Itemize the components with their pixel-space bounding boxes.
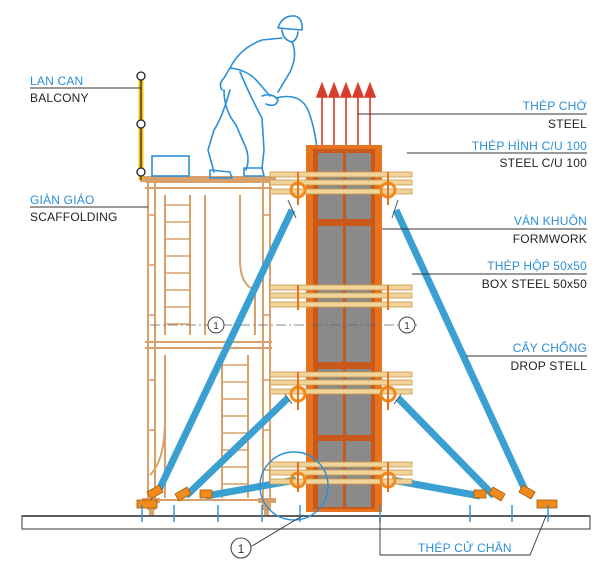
formwork-label-vn: VÁN KHUÔN: [513, 214, 587, 228]
railing-label-vn: LAN CAN: [30, 74, 84, 88]
scaffold-label-vn: GIÀN GIÁO: [30, 193, 95, 207]
worker-figure: [207, 15, 319, 179]
detail-circle: [259, 451, 329, 521]
railing-post: [136, 71, 146, 180]
channel-label-en: STEEL C/U 100: [499, 156, 587, 170]
prop-label-vn: CÂY CHỐNG: [512, 341, 587, 355]
tie-rods: [297, 172, 389, 492]
prop-label-en: DROP STELL: [510, 359, 587, 373]
section-marker-left: 1: [213, 321, 219, 332]
scaffold-rungs: [148, 204, 270, 485]
scaffold-label-en: SCAFFOLDING: [30, 210, 118, 224]
props: [154, 208, 530, 500]
scaffold-platform: [140, 155, 276, 182]
starter-bars: [315, 81, 377, 145]
scaffolding: [145, 180, 272, 510]
channel-label-vn: THÉP HÌNH C/U 100: [471, 139, 587, 153]
starter-bar-label-vn: THÉP CHỜ: [522, 99, 587, 113]
formwork-label-en: FORMWORK: [512, 232, 587, 246]
railing-label-en: BALCONY: [30, 91, 89, 105]
starter-bar-label-en: STEEL: [547, 117, 587, 131]
box-steel-label-en: BOX STEEL 50x50: [481, 277, 587, 291]
section-marker-right: 1: [404, 321, 410, 332]
ground-slab: [21, 515, 591, 530]
column-formwork: [306, 145, 382, 512]
walers: [269, 171, 413, 485]
box-steel-label-vn: THÉP HỘP 50x50: [487, 259, 587, 273]
base-anchors: [136, 484, 558, 509]
leader-lines: [30, 87, 587, 556]
anchor-bolts: [141, 505, 549, 522]
detail-marker: 1: [238, 542, 245, 556]
base-anchor-label-vn: THÉP CỬ CHÂN: [418, 541, 512, 555]
section-markers: 1 1 1: [207, 316, 416, 559]
